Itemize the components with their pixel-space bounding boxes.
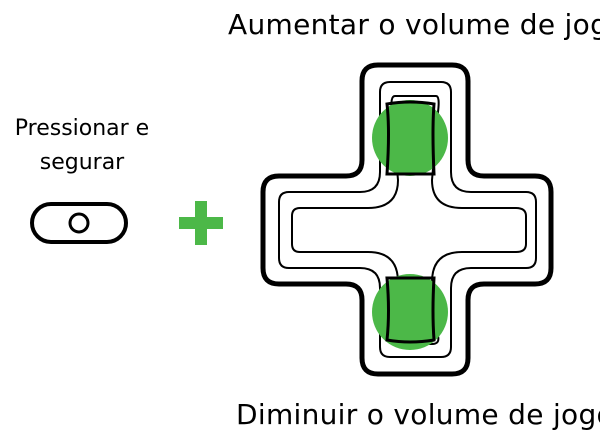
press-and-hold-label: Pressionar e segurar — [2, 112, 162, 180]
dpad-innermost-outline — [291, 95, 527, 345]
volume-up-label: Aumentar o volume de jogo — [228, 8, 600, 41]
press-and-hold-line1: Pressionar e — [14, 116, 150, 141]
press-and-hold-line2: segurar — [39, 150, 125, 175]
dpad-inner-outline — [278, 81, 537, 358]
dpad-down-highlight — [372, 274, 448, 350]
dpad-down-key — [385, 276, 436, 344]
dpad-outer-outline — [260, 62, 554, 377]
volume-down-label: Diminuir o volume de jogo — [236, 398, 600, 431]
dpad-up-key — [385, 100, 436, 176]
plus-icon — [179, 201, 223, 245]
rounded-pill-button-icon — [30, 202, 128, 244]
dpad-up-highlight — [372, 100, 448, 176]
